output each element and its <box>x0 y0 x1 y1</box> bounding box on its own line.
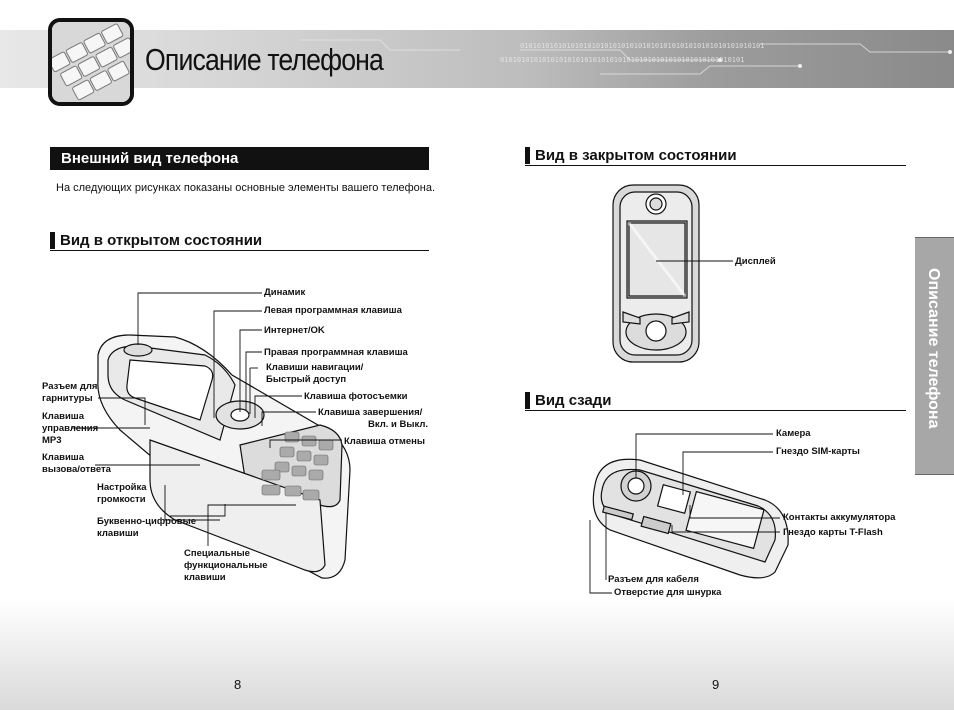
binary-pattern: 0101010101010101010101010101010101010101… <box>520 42 765 50</box>
label-call-1: Клавиша <box>42 452 84 463</box>
label-tflash: Гнездо карты T-Flash <box>783 527 883 538</box>
label-left-soft-key: Левая программная клавиша <box>264 305 402 316</box>
open-view-header: Вид в открытом состоянии <box>50 232 429 251</box>
label-special-2: функциональные <box>184 560 268 571</box>
page-number-left: 8 <box>234 677 242 692</box>
label-speaker: Динамик <box>264 287 306 298</box>
section-header-exterior: Внешний вид телефона <box>50 147 429 170</box>
header-banner: 0101010101010101010101010101010101010101… <box>0 30 954 88</box>
label-right-soft-key: Правая программная клавиша <box>264 347 408 358</box>
label-headset-1: Разъем для <box>42 381 98 392</box>
page-number-right: 9 <box>712 677 720 692</box>
label-mp3-2: управления <box>42 423 99 434</box>
closed-view-header: Вид в закрытом состоянии <box>525 147 906 166</box>
binary-pattern-2: 0101010101010101010101010101010101010101… <box>500 56 745 64</box>
label-end-key-1: Клавиша завершения/ <box>318 407 423 418</box>
label-cancel-key: Клавиша отмены <box>344 436 426 447</box>
label-cable: Разъем для кабеля <box>608 574 699 585</box>
header-bar <box>525 147 530 164</box>
label-special-1: Специальные <box>184 548 250 559</box>
label-camera-key: Клавиша фотосъемки <box>304 391 408 402</box>
intro-text: На следующих рисунках показаны основные … <box>56 182 436 194</box>
open-view-title: Вид в открытом состоянии <box>60 232 263 249</box>
label-end-key-2: Вкл. и Выкл. <box>368 419 429 430</box>
label-display: Дисплей <box>735 256 776 267</box>
circuit-pattern <box>300 39 952 75</box>
label-mp3-1: Клавиша <box>42 411 84 422</box>
label-alnum-1: Буквенно-цифровые <box>97 516 197 527</box>
label-camera: Камера <box>776 428 811 439</box>
side-tab-label: Описание телефона <box>925 268 942 429</box>
header-bar <box>50 232 55 249</box>
label-special-3: клавиши <box>184 572 226 583</box>
label-call-2: вызова/ответа <box>42 464 111 475</box>
label-sim-slot: Гнездо SIM-карты <box>776 446 860 457</box>
label-headset-2: гарнитуры <box>42 393 93 404</box>
header-bar <box>525 392 530 409</box>
page-title: Описание телефона <box>145 42 384 77</box>
label-volume-2: громкости <box>97 494 146 505</box>
side-tab: Описание телефона <box>915 237 954 475</box>
back-view-header: Вид сзади <box>525 392 906 411</box>
keyboard-icon <box>48 18 134 106</box>
label-internet-ok: Интернет/OK <box>264 325 325 336</box>
label-strap: Отверстие для шнурка <box>614 587 722 598</box>
label-nav-keys-1: Клавиши навигации/ <box>266 362 364 373</box>
label-battery-contacts: Контакты аккумулятора <box>783 512 896 523</box>
footer-clouds <box>0 600 954 710</box>
closed-view-title: Вид в закрытом состоянии <box>535 147 737 164</box>
label-mp3-3: MP3 <box>42 435 62 446</box>
label-nav-keys-2: Быстрый доступ <box>266 374 347 385</box>
label-alnum-2: клавиши <box>97 528 139 539</box>
label-volume-1: Настройка <box>97 482 147 493</box>
back-view-title: Вид сзади <box>535 392 612 409</box>
